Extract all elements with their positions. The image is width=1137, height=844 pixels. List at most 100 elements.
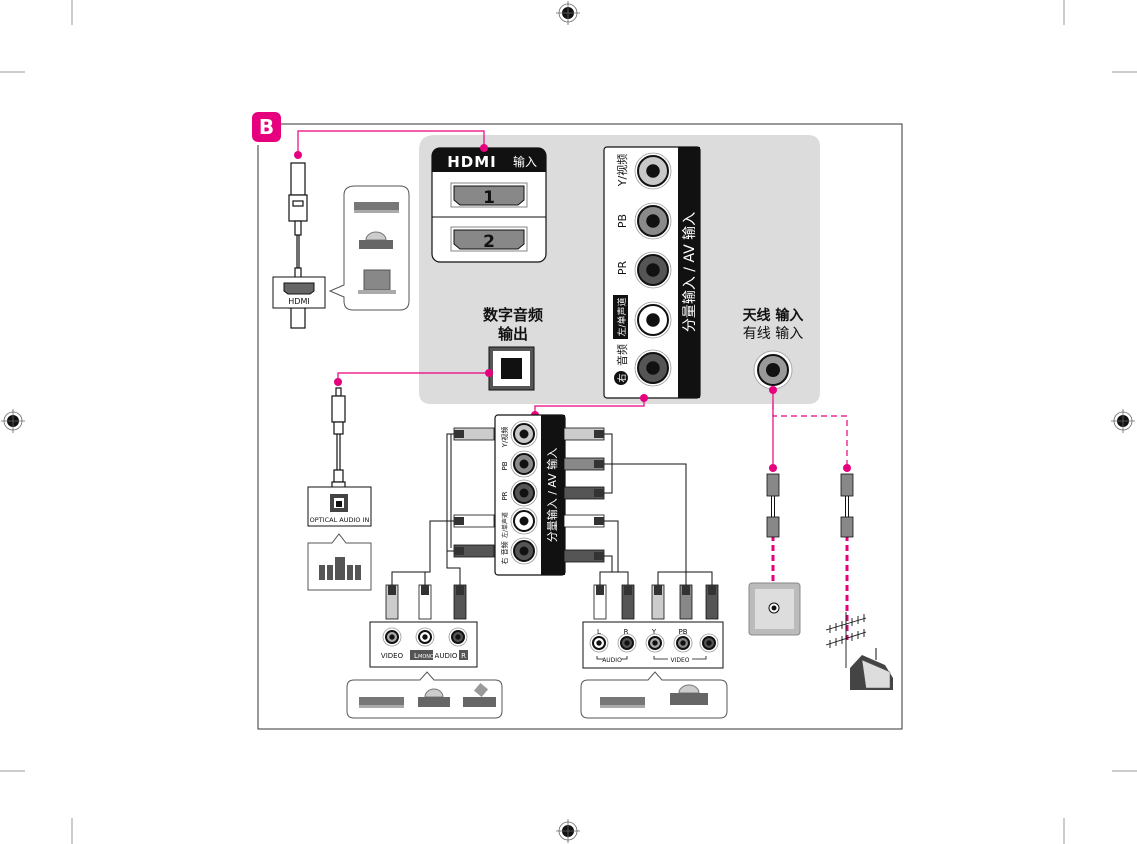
comp-video-group-label: VIDEO [670,657,689,664]
av-audio-label: AUDIO [435,652,458,660]
component-devices-bubble [580,671,728,719]
comp-jack-4[interactable] [673,633,693,653]
av-device-panel: VIDEO L MONO AUDIO R [369,621,478,668]
optical-device-port-label: OPTICAL AUDIO IN [310,516,370,524]
connection-dots [294,144,851,472]
component-vertical-label: 分量输入 / AV 输入 [682,212,698,332]
small-component-panel: 分量输入 / AV 输入 Y/视频 PB PR 左/单声道 右 音频 [494,414,566,576]
dvd-player-icon [600,697,645,708]
optical-title-1: 数字音频 [483,306,543,324]
hdmi-port-2[interactable]: 2 [450,226,528,252]
comp-jack-1[interactable] [589,633,609,653]
hdmi-port-2-label: 2 [483,232,495,252]
rca-plug-icon [563,514,605,528]
optical-title-2: 输出 [498,325,528,343]
av-devices-bubble [346,671,503,719]
tv-component-jack-3[interactable] [634,251,672,289]
rca-plug-icon [385,584,399,620]
av-jack-1[interactable] [382,627,402,647]
av-jack-3[interactable] [448,627,468,647]
hdmi-device-port: HDMI [272,276,326,309]
antenna-label-1: 天线 输入 [743,307,804,324]
rca-plug-icon [563,457,605,471]
rca-plug-icon [621,584,635,620]
comp-label-pb: PB [678,628,687,636]
small-panel-vertical-label: 分量输入 / AV 输入 [545,448,559,543]
av-jack-2[interactable] [415,627,435,647]
house-icon [850,648,893,690]
small-jack-label-pr: PR [501,491,509,500]
small-jack-label-left: 左/单声道 [501,512,509,538]
comp-audio-group-label: AUDIO [602,657,622,664]
rca-plug-icon [563,486,605,500]
tv-component-jack-4[interactable] [634,301,672,339]
component-device-panel: L R Y PB AUDIO VIDEO [582,621,724,669]
registration-mark-top [556,1,580,25]
comp-label-y: Y [651,628,657,636]
small-panel-jack-5[interactable] [510,537,538,565]
laptop-icon [358,269,396,294]
small-panel-jack-4[interactable] [510,507,538,535]
rca-plug-icon [453,427,495,441]
wall-jack-icon [748,582,801,636]
rca-plugs [385,427,719,620]
av-l-label: L [414,652,418,660]
coax-cable-icon [840,473,854,538]
rca-plug-icon [453,514,495,528]
tv-component-jack-1[interactable] [634,152,672,190]
small-panel-jack-1[interactable] [510,420,538,448]
registration-mark-bottom [556,819,580,843]
badge-letter: B [259,115,274,139]
jack-label-pr: PR [616,261,629,276]
av-video-label: VIDEO [381,652,404,660]
optical-port[interactable] [488,346,535,391]
av-mono-label: MONO [418,654,434,660]
small-panel-jack-3[interactable] [510,479,538,507]
dvd-player-icon [418,688,450,707]
jack-label-audio: 音频 [615,344,629,366]
comp-jack-3[interactable] [645,633,665,653]
small-jack-label-pb: PB [501,461,509,470]
hdmi-input-label: 输入 [513,154,537,169]
dvd-player-icon [354,202,399,213]
comp-jack-2[interactable] [617,633,637,653]
blu-ray-player-icon [359,231,393,249]
tv-component-jack-2[interactable] [634,202,672,240]
jack-label-y: Y/视频 [615,154,629,187]
hdmi-input-block: HDMI 输入 1 2 [431,147,547,263]
hdmi-device-port-label: HDMI [288,297,309,306]
rca-plug-icon [563,549,605,563]
jack-label-pb: PB [616,214,629,228]
rca-plug-icon [453,584,467,620]
optical-device-port: OPTICAL AUDIO IN [307,486,372,527]
home-theater-speakers-icon [319,557,361,580]
hdmi-devices-bubble [328,185,410,311]
small-panel-jack-2[interactable] [510,450,538,478]
rca-plug-icon [418,584,432,620]
small-jack-label-y: Y/视频 [500,427,509,449]
rca-plug-icon [651,584,665,620]
section-frame [257,123,903,730]
rca-plug-icon [679,584,693,620]
optical-output-block: 数字音频 输出 [483,306,543,391]
av-r-label: R [461,652,466,660]
antenna-label-2: 有线 输入 [743,326,803,342]
antenna-input-block: 天线 输入 有线 输入 [743,307,804,390]
rca-plug-icon [563,427,605,441]
registration-mark-left [1,409,25,433]
comp-label-l: L [597,628,601,636]
blu-ray-player-icon [670,684,708,705]
hdmi-port-1[interactable]: 1 [450,182,528,208]
outdoor-antenna-icon [825,612,867,668]
antenna-jack[interactable] [753,350,793,390]
tv-component-jack-5[interactable] [634,349,672,387]
comp-jack-5[interactable] [699,633,719,653]
hdmi-logo: HDMI [447,153,497,171]
coax-cables [766,473,854,538]
coax-cable-icon [766,473,780,538]
rca-plug-icon [593,584,607,620]
jack-label-audio-left: 左/单声道 [616,297,628,336]
component-av-input-block: 分量输入 / AV 输入 Y/视频 PB PR 左/单声道 音频 右 [603,146,701,399]
